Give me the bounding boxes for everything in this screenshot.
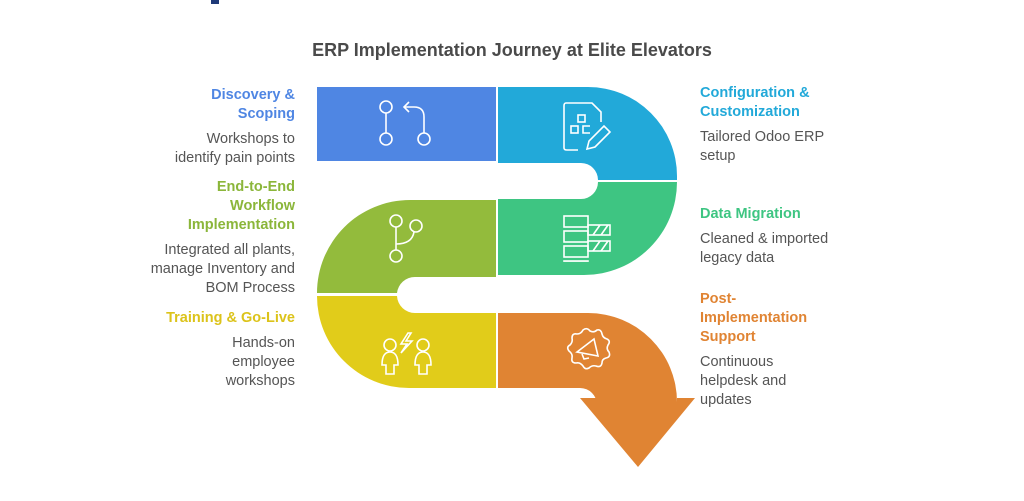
step-description: Hands-on employee workshops	[95, 334, 295, 391]
step-desc-line: helpdesk and	[700, 373, 787, 389]
step-title: Discovery & Scoping	[95, 86, 295, 124]
step-title-line: End-to-End	[216, 179, 295, 195]
step-title-line: Post-	[700, 291, 737, 307]
step-desc-line: BOM Process	[205, 280, 295, 296]
step-desc-line: Workshops to	[206, 131, 295, 147]
step-title: Data Migration	[700, 205, 870, 224]
step-title: Post- Implementation Support	[700, 290, 870, 347]
step-description: Cleaned & imported legacy data	[700, 230, 870, 268]
step-title-line: Implementation	[700, 310, 808, 326]
step-description: Tailored Odoo ERP setup	[700, 128, 870, 166]
step-title-line: Configuration &	[700, 85, 810, 101]
step-title-line: Implementation	[187, 217, 295, 233]
people-energy-icon	[381, 332, 432, 375]
step-support-label: Post- Implementation Support Continuous …	[700, 290, 870, 410]
pull-request-icon	[379, 100, 431, 146]
step-desc-line: workshops	[225, 373, 295, 389]
step-description: Continuous helpdesk and updates	[700, 353, 870, 410]
step-title: Training & Go-Live	[95, 309, 295, 328]
step-workflow-label: End-to-End Workflow Implementation Integ…	[95, 178, 295, 298]
step-title-line: Scoping	[237, 106, 295, 122]
step-desc-line: updates	[700, 392, 752, 408]
diagram-title: ERP Implementation Journey at Elite Elev…	[312, 40, 712, 60]
segment-support	[498, 313, 695, 467]
step-desc-line: identify pain points	[174, 150, 295, 166]
step-title: Configuration & Customization	[700, 84, 870, 122]
step-desc-line: Continuous	[700, 354, 774, 370]
data-table-icon	[563, 215, 611, 262]
step-title-line: Discovery &	[211, 87, 295, 103]
step-desc-line: Tailored Odoo ERP	[700, 129, 825, 145]
document-edit-icon	[563, 102, 612, 151]
step-title-line: Workflow	[230, 198, 295, 214]
step-desc-line: setup	[700, 148, 736, 164]
step-configuration-label: Configuration & Customization Tailored O…	[700, 84, 870, 166]
step-description: Workshops to identify pain points	[95, 130, 295, 168]
step-title: End-to-End Workflow Implementation	[95, 178, 295, 235]
step-desc-line: employee	[232, 354, 295, 370]
top-edge-mark	[211, 0, 219, 4]
step-desc-line: Cleaned & imported	[700, 231, 829, 247]
segment-workflow	[317, 200, 496, 293]
step-desc-line: Integrated all plants,	[164, 242, 295, 258]
megaphone-gear-icon	[566, 327, 611, 370]
step-desc-line: manage Inventory and	[150, 261, 295, 277]
step-discovery-label: Discovery & Scoping Workshops to identif…	[95, 86, 295, 168]
step-title-line: Customization	[700, 104, 800, 120]
step-title-line: Data Migration	[700, 206, 801, 222]
step-title-line: Support	[700, 329, 756, 345]
branch-icon	[389, 214, 423, 263]
step-title-line: Training & Go-Live	[166, 310, 295, 326]
step-description: Integrated all plants, manage Inventory …	[95, 241, 295, 298]
segment-discovery	[317, 87, 496, 161]
step-desc-line: Hands-on	[232, 335, 295, 351]
step-data-migration-label: Data Migration Cleaned & imported legacy…	[700, 205, 870, 268]
step-desc-line: legacy data	[700, 250, 775, 266]
segment-training	[317, 296, 496, 388]
step-training-label: Training & Go-Live Hands-on employee wor…	[95, 309, 295, 391]
